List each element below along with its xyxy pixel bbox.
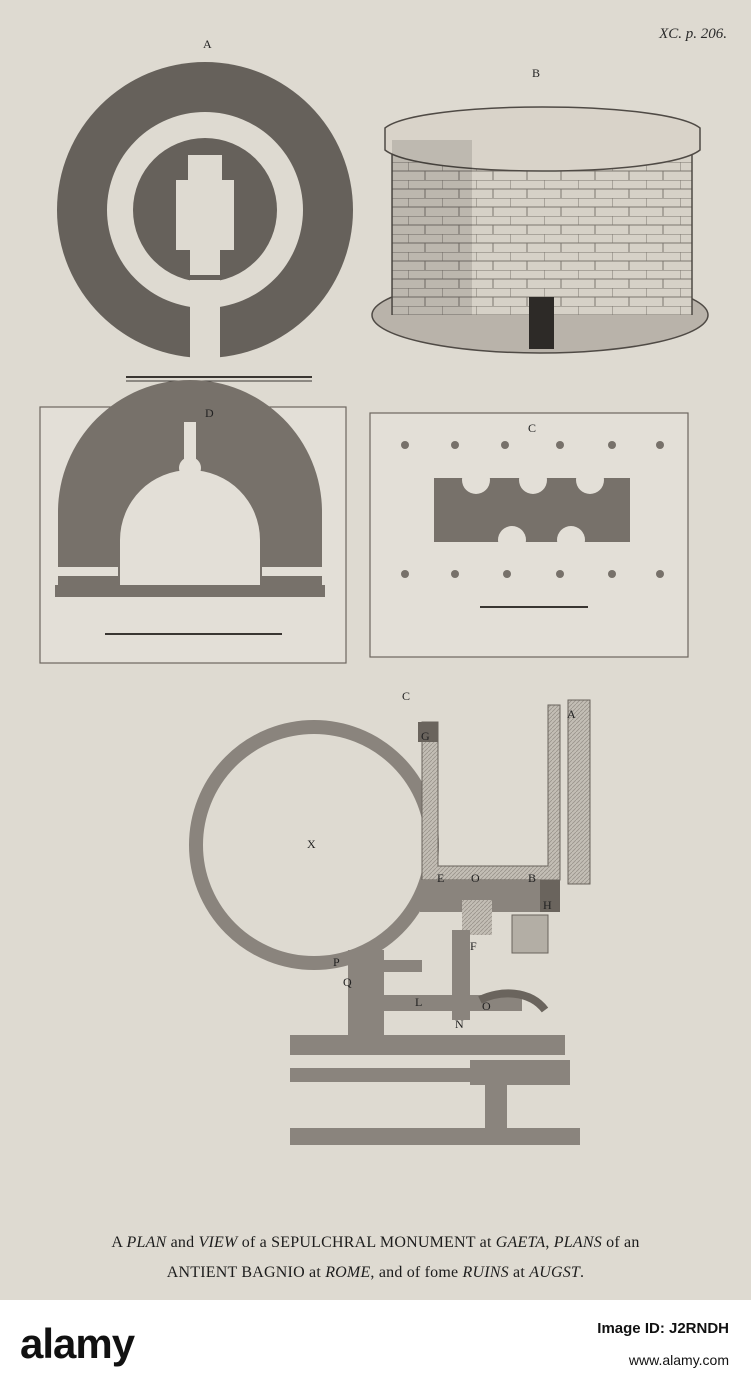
caption-line-2: ANTIENT BAGNIO at ROME, and of fome RUIN… [10,1264,741,1282]
figure-label-d: D [205,406,214,420]
ruins-label-n: N [455,1017,464,1031]
figure-c-rect-plan [369,412,689,658]
caption-text: ANTIENT BAGNIO at [166,1264,326,1281]
ruins-label-l: L [415,995,422,1009]
figure-label-b: B [532,66,540,80]
caption-text: . [580,1264,585,1281]
ruins-label-h: H [543,898,552,912]
ruins-label-a: A [567,707,576,721]
ruins-label-f: F [470,939,477,953]
ruins-label-q: Q [343,975,352,989]
figure-b-tomb-elevation [371,106,709,354]
ruins-label-b: B [528,871,536,885]
caption-text: PLAN [126,1234,167,1251]
engraving-artwork: A B D C C A G X E O B H F P Q L N O [39,37,709,1145]
image-id: Image ID: J2RNDH [597,1320,729,1337]
figure-label-a: A [203,37,212,51]
figure-label-c: C [528,421,536,435]
figure-ruins-plan [189,699,591,1145]
stock-footer: alamy Image ID: J2RNDH www.alamy.com [0,1300,751,1390]
engraving-plate: A B D C C A G X E O B H F P Q L N O XC. … [0,0,751,1300]
figure-a-ring-plan [57,62,353,382]
caption-text: A [111,1234,127,1251]
stock-url: www.alamy.com [628,1352,729,1368]
ruins-label-p: P [333,955,340,969]
ruins-label-o2: O [482,999,491,1013]
caption-text: GAETA [495,1234,546,1251]
ruins-label-o: O [471,871,480,885]
caption-text: of an [601,1234,640,1251]
caption-text: PLANS [553,1234,602,1251]
figure-d-bath-plan [39,380,347,664]
caption-text: at [508,1264,530,1281]
caption-text: , and of fome [370,1264,463,1281]
plate-number: XC. p. 206. [659,26,727,42]
caption-text: VIEW [198,1234,238,1251]
ruins-label-g: G [421,729,430,743]
alamy-logo: alamy [20,1320,135,1367]
caption-text: of a SEPULCHRAL MONUMENT at [237,1234,496,1251]
caption-text: AUGST [529,1264,580,1281]
ruins-label-x: X [307,837,316,851]
caption-text: , [545,1234,554,1251]
caption-text: and [166,1234,199,1251]
caption-text: RUINS [462,1264,509,1281]
caption-line-1: A PLAN and VIEW of a SEPULCHRAL MONUMENT… [10,1234,741,1252]
caption-text: ROME [325,1264,371,1281]
ruins-label-e: E [437,871,444,885]
ruins-label-c: C [402,689,410,703]
